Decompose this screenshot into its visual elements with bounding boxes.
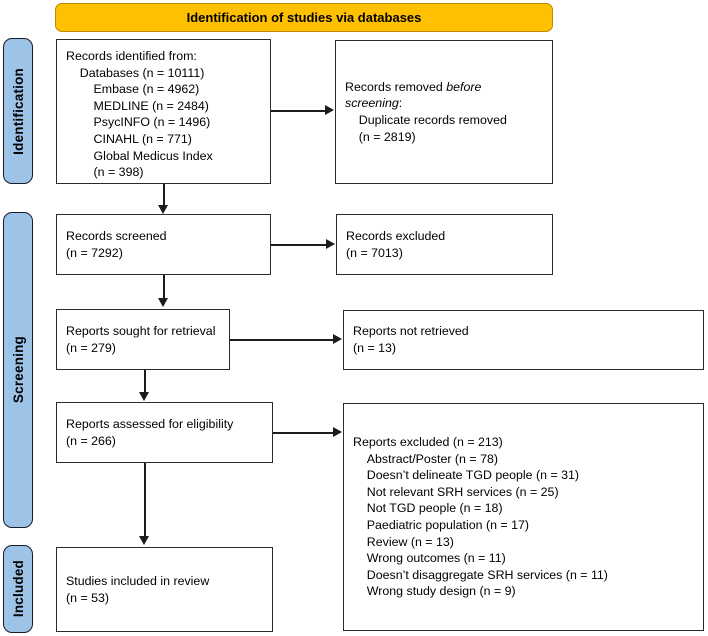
box-reports-excluded: Reports excluded (n = 213) Abstract/Post… [343,403,704,631]
box-records-identified: Records identified from: Databases (n = … [56,39,271,184]
stage-label-screening: Screening [10,336,26,404]
reports-sought-text: Reports sought for retrieval (n = 279) [66,323,216,355]
box-records-removed: Records removed before screening: Duplic… [335,40,553,184]
records-removed-line1-pre: Records removed [345,79,447,94]
connector-identified-to-removed [271,110,326,112]
records-removed-before-em: before [446,79,482,94]
arrowhead-screened-to-excluded [326,239,335,249]
connector-sought-to-assessed [144,370,146,396]
identification-banner: Identification of studies via databases [55,3,553,32]
arrowhead-identified-to-removed [325,105,334,115]
box-reports-not-retrieved: Reports not retrieved (n = 13) [343,310,704,370]
studies-included-text: Studies included in review (n = 53) [66,573,210,605]
connector-sought-to-not-retrieved [230,339,334,341]
stage-pill-screening: Screening [3,212,33,528]
connector-assessed-to-excluded [273,432,334,434]
box-studies-included: Studies included in review (n = 53) [56,547,273,632]
box-reports-assessed: Reports assessed for eligibility (n = 26… [56,402,273,463]
records-excluded-text: Records excluded (n = 7013) [346,228,446,260]
connector-identified-to-screened [163,184,165,209]
reports-not-retrieved-text: Reports not retrieved (n = 13) [353,324,469,355]
reports-assessed-text: Reports assessed for eligibility (n = 26… [66,416,234,448]
records-removed-line4: (n = 2819) [345,129,416,144]
box-records-excluded: Records excluded (n = 7013) [336,214,553,275]
connector-screened-to-sought [163,275,165,302]
records-screened-text: Records screened (n = 7292) [66,228,167,260]
box-reports-sought: Reports sought for retrieval (n = 279) [56,309,230,370]
arrowhead-assessed-to-excluded [333,427,342,437]
connector-screened-to-excluded [271,244,327,246]
arrowhead-screened-to-sought [158,298,168,307]
stage-pill-included: Included [3,545,33,633]
arrowhead-sought-to-not-retrieved [333,334,342,344]
records-removed-text: Records removed before screening: Duplic… [336,79,552,145]
banner-title: Identification of studies via databases [186,10,422,25]
records-removed-screening-em: screening [345,96,399,111]
connector-assessed-to-included [144,463,146,539]
stage-label-identification: Identification [10,67,26,155]
stage-pill-identification: Identification [3,38,33,184]
records-removed-line3: Duplicate records removed [345,113,507,127]
reports-excluded-text: Reports excluded (n = 213) Abstract/Post… [353,435,608,599]
box-records-screened: Records screened (n = 7292) [56,214,271,275]
arrowhead-sought-to-assessed [139,392,149,401]
stage-label-included: Included [10,560,26,618]
arrowhead-assessed-to-included [139,536,149,545]
records-identified-text: Records identified from: Databases (n = … [66,49,213,180]
records-removed-colon: : [398,96,403,111]
arrowhead-identified-to-screened [158,205,168,214]
